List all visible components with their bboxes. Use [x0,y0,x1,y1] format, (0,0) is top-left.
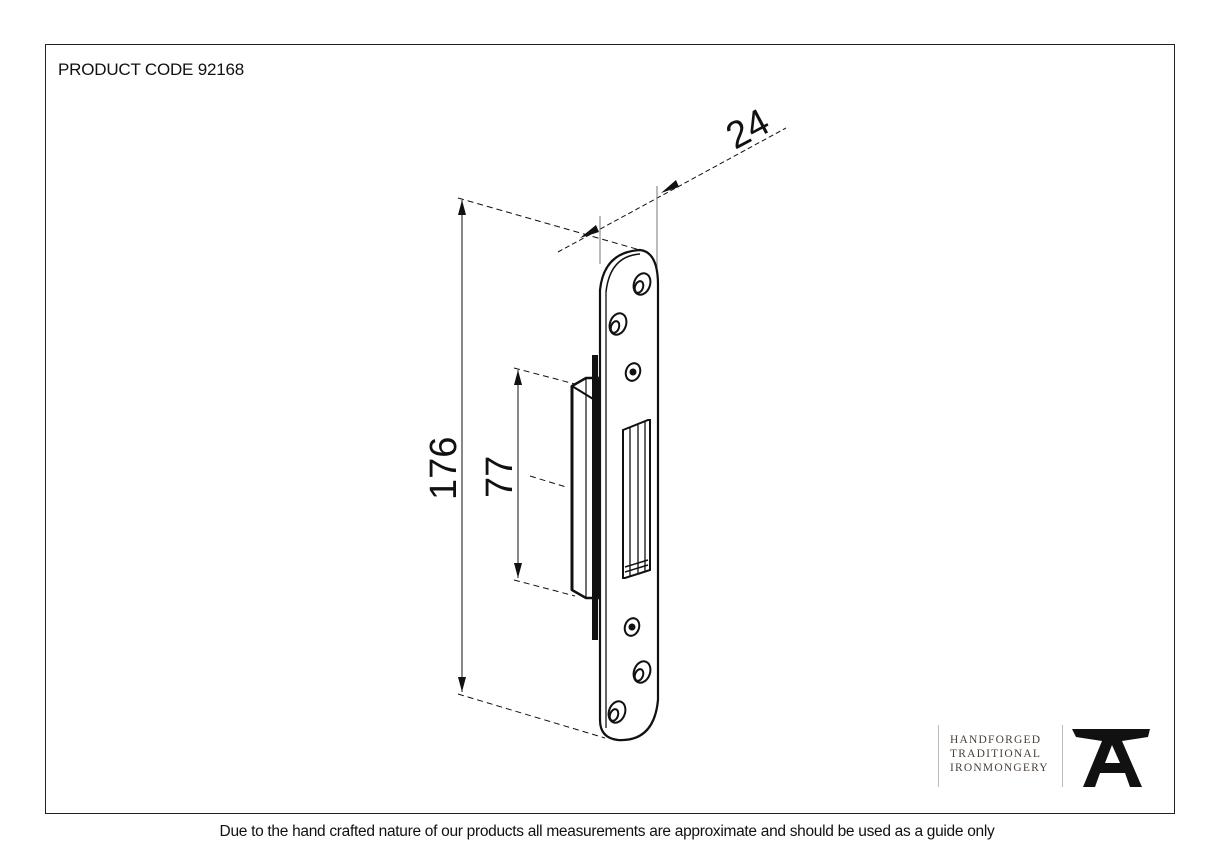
dim-label-176: 176 [423,437,465,500]
logo-line-3: IRONMONGERY [950,762,1049,774]
logo-line-1: HANDFORGED [950,734,1042,746]
logo-text: HANDFORGED TRADITIONAL IRONMONGERY [950,733,1049,775]
drawing-frame [45,44,1175,814]
screw-holes [607,272,652,724]
dimension-77 [513,367,576,597]
dim-label-24: 24 [720,101,777,158]
dimension-24 [557,127,787,278]
latch-slot [622,419,651,579]
logo-divider-right [1062,725,1063,787]
dimension-176 [457,197,641,739]
logo-line-2: TRADITIONAL [950,748,1042,760]
disclaimer-text: Due to the hand crafted nature of our pr… [219,823,995,840]
product-code: PRODUCT CODE 92168 [58,60,244,79]
dim-label-77: 77 [479,456,521,498]
strike-box [570,355,600,640]
brand-logo: HANDFORGED TRADITIONAL IRONMONGERY [938,725,1153,791]
face-plate [598,248,660,742]
logo-divider-left [938,725,939,787]
anvil-a-icon [1072,729,1150,787]
